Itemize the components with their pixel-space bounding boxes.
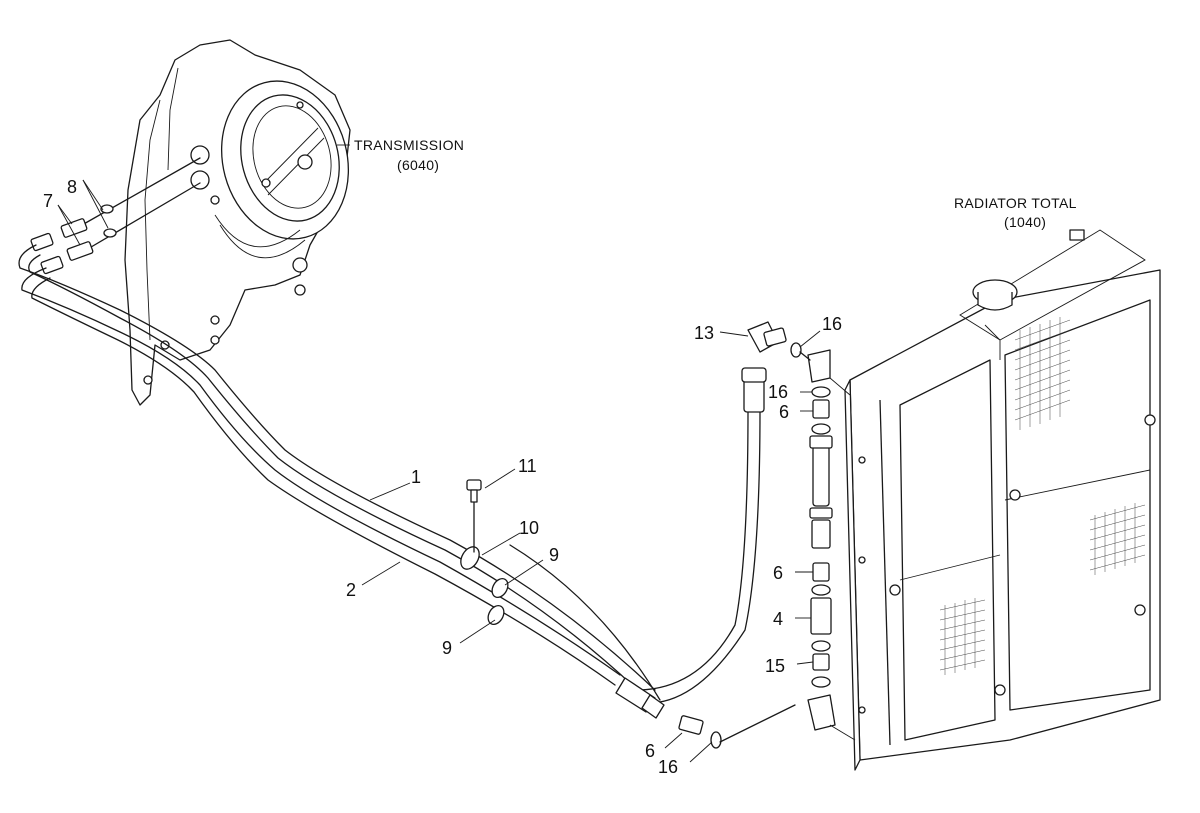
- callout-4: 4: [773, 609, 783, 629]
- callout-6-upper: 6: [779, 402, 789, 422]
- radiator: [807, 229, 1161, 771]
- transmission-housing: [124, 39, 351, 406]
- transmission-fittings: [30, 157, 201, 275]
- callout-8: 8: [67, 177, 77, 197]
- callout-15: 15: [765, 656, 785, 676]
- callout-10: 10: [519, 518, 539, 538]
- callout-6-lower: 6: [645, 741, 655, 761]
- callout-2: 2: [346, 580, 356, 600]
- callout-13: 13: [694, 323, 714, 343]
- callout-leaders: [57, 144, 821, 763]
- callout-16-upper: 16: [768, 382, 788, 402]
- callout-9-upper: 9: [549, 545, 559, 565]
- callout-labels: 1 2 4 6 6 6 7 8 9 9 10 11 13 15 16 16 16: [43, 177, 842, 777]
- transmission-label: TRANSMISSION: [354, 137, 464, 153]
- radiator-label: RADIATOR TOTAL: [954, 195, 1077, 211]
- callout-1: 1: [411, 467, 421, 487]
- callout-6-middle: 6: [773, 563, 783, 583]
- callout-9-lower: 9: [442, 638, 452, 658]
- transmission-code: (6040): [397, 157, 439, 173]
- callout-11: 11: [518, 456, 537, 476]
- hose-clamps: [460, 479, 509, 625]
- callout-16-top: 16: [822, 314, 842, 334]
- callout-7: 7: [43, 191, 53, 211]
- radiator-code: (1040): [1004, 214, 1046, 230]
- hoses: [18, 244, 767, 719]
- callout-16-lower: 16: [658, 757, 678, 777]
- radiator-connection-parts: [678, 321, 833, 749]
